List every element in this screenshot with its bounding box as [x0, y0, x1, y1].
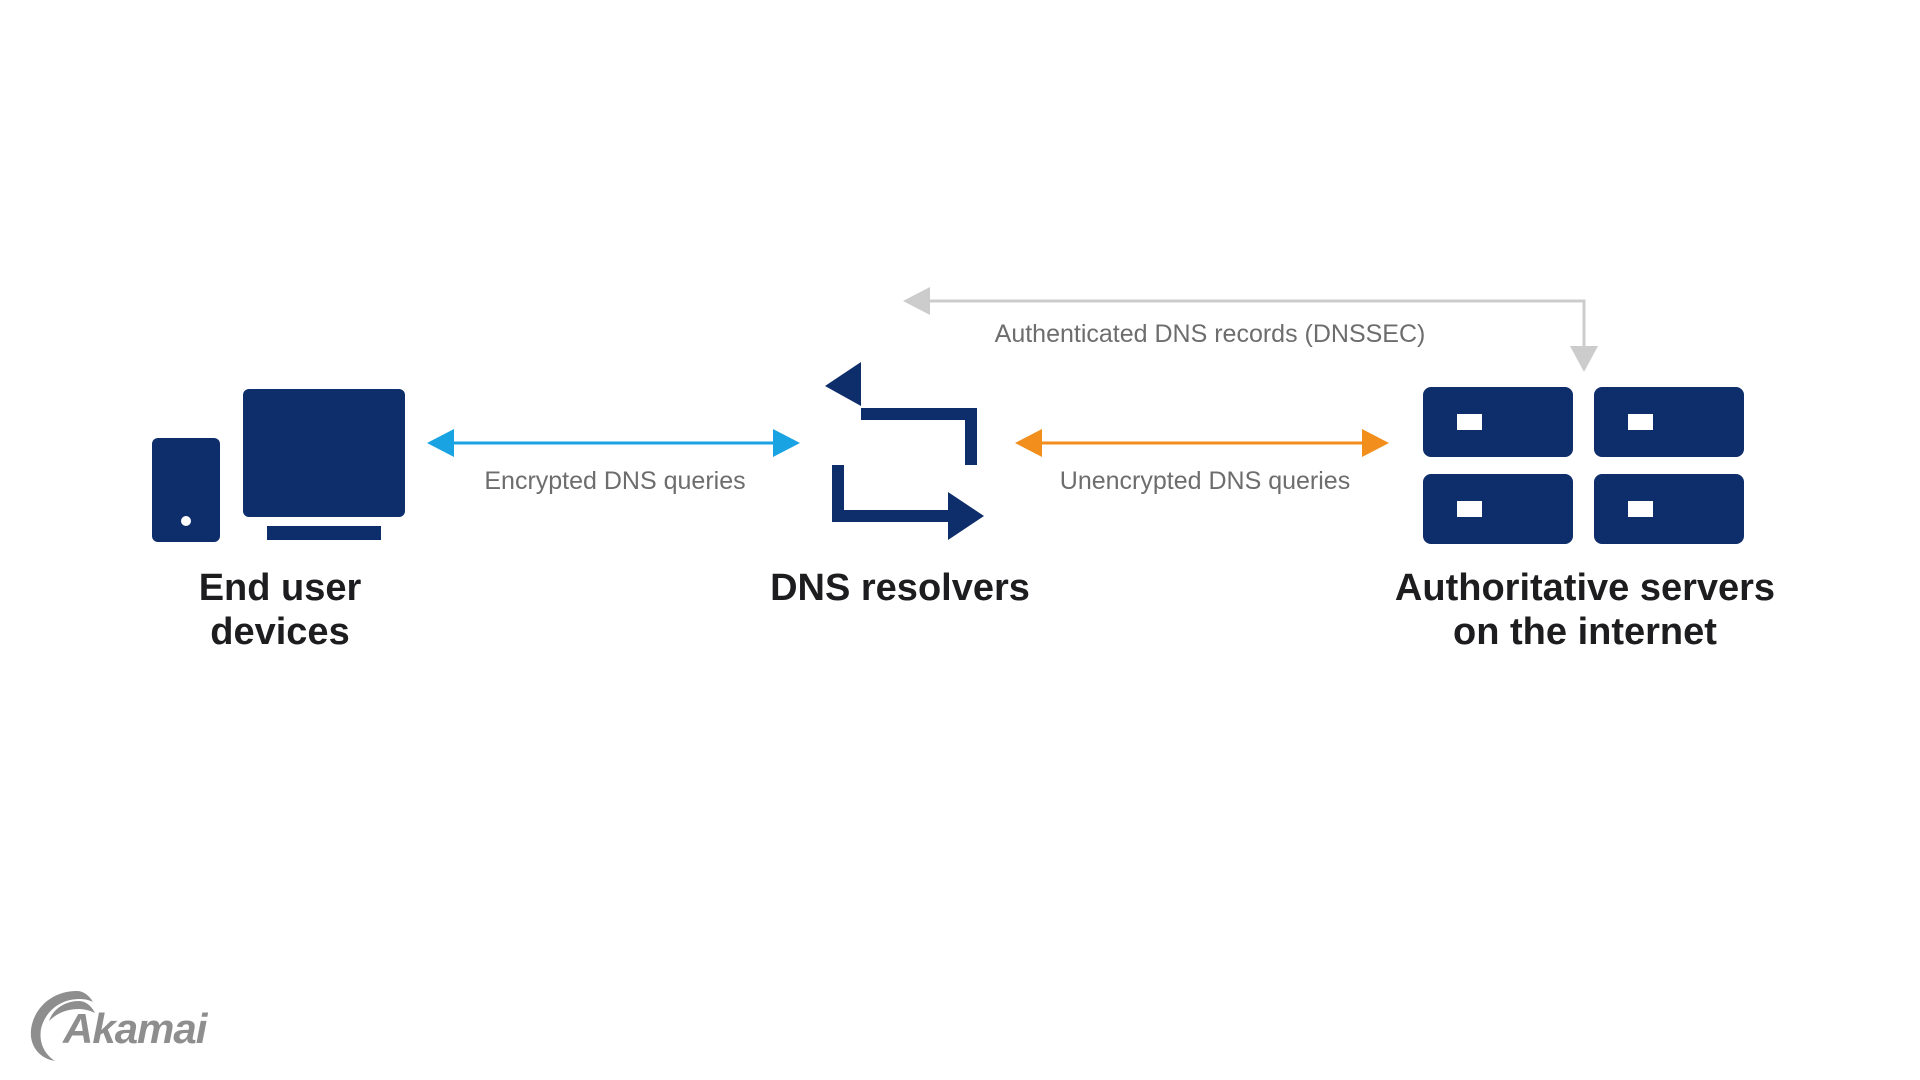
- unencrypted-queries-label: Unencrypted DNS queries: [1059, 467, 1351, 495]
- server-rack-icon: [1423, 387, 1744, 544]
- authoritative-servers-label: Authoritative servers on the internet: [1380, 566, 1790, 654]
- akamai-swoosh-icon: [30, 991, 95, 1061]
- dns-resolvers-line1: DNS resolvers: [770, 567, 1030, 609]
- encrypted-arrow: [427, 429, 800, 457]
- dns-resolvers-label: DNS resolvers: [760, 566, 1040, 610]
- end-user-devices-line2: devices: [210, 611, 350, 653]
- end-user-devices-label: End user devices: [160, 566, 400, 654]
- authoritative-servers-line1: Authoritative servers: [1394, 567, 1776, 609]
- authenticated-arrow: [903, 287, 1598, 372]
- authenticated-records-label: Authenticated DNS records (DNSSEC): [994, 320, 1426, 348]
- authoritative-servers-line2: on the internet: [1453, 611, 1717, 653]
- encrypted-queries-label: Encrypted DNS queries: [484, 467, 746, 495]
- unencrypted-arrow: [1015, 429, 1389, 457]
- akamai-wordmark: Akamai: [63, 1005, 207, 1052]
- end-user-devices-line1: End user: [198, 567, 362, 609]
- akamai-logo: Akamai: [25, 985, 225, 1065]
- computer-icon: [152, 389, 405, 542]
- repeat-arrows-icon: [825, 362, 984, 540]
